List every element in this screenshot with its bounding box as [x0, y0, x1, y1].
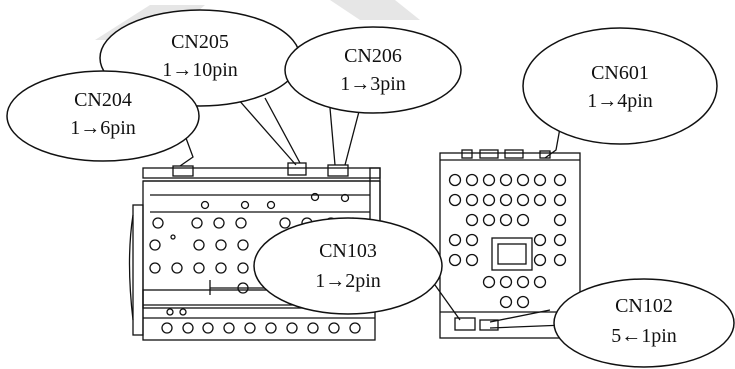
callout-cn204-pins: 1→6pin: [70, 117, 136, 139]
callout-cn102-pins: 5←1pin: [611, 325, 677, 347]
callout-cn102-name: CN102: [615, 295, 673, 317]
callout-cn204: CN204 1→6pin: [6, 70, 200, 162]
callout-cn601-pins: 1→4pin: [587, 90, 653, 112]
callout-cn103-pins: 1→2pin: [315, 270, 381, 292]
callout-cn206-pins: 1→3pin: [340, 73, 406, 95]
callout-cn103: CN103 1→2pin: [253, 217, 443, 315]
callout-cn206: CN206 1→3pin: [284, 26, 462, 114]
callout-cn205-pins: 1→10pin: [162, 59, 238, 81]
right-board-unit: [439, 149, 581, 339]
callout-cn102: CN102 5←1pin: [553, 278, 735, 368]
callout-cn205-name: CN205: [171, 31, 229, 53]
callout-cn204-name: CN204: [74, 89, 132, 111]
callout-cn206-name: CN206: [344, 45, 402, 67]
callout-cn601: CN601 1→4pin: [522, 27, 718, 145]
callout-cn103-name: CN103: [319, 240, 377, 262]
callout-cn601-name: CN601: [591, 62, 649, 84]
